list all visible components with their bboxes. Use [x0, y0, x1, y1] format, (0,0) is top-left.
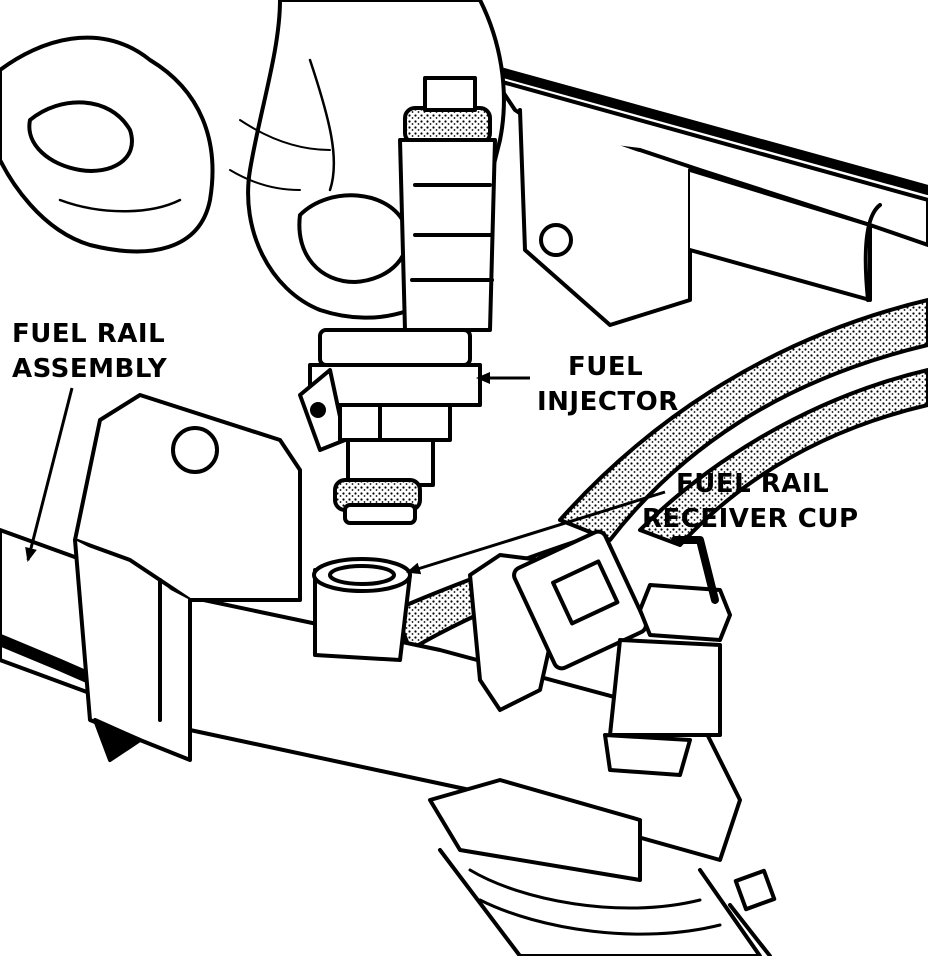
fuel-rail-assembly-label-line2: ASSEMBLY: [12, 354, 168, 384]
fuel-injector-label-line2: INJECTOR: [537, 387, 679, 417]
receiver-cup-label-line2: RECEIVER CUP: [642, 504, 859, 534]
fuel-rail-assembly-arrow: [25, 387, 74, 562]
callout-fuel-rail-receiver-cup: FUEL RAIL RECEIVER CUP: [406, 469, 859, 575]
receiver-cup-arrow: [406, 490, 666, 575]
lower-engine-block: [428, 778, 777, 956]
receiver-cup-label-line1: FUEL RAIL: [676, 469, 829, 499]
pressure-fitting: [468, 529, 732, 777]
upper-bracket: [493, 67, 928, 327]
fuel-injector: [298, 76, 497, 525]
fuel-rail-assembly-label-line1: FUEL RAIL: [12, 319, 165, 349]
fuel-injector-label-line1: FUEL: [568, 352, 643, 382]
callout-fuel-injector: FUEL INJECTOR: [476, 352, 679, 417]
callout-fuel-rail-assembly: FUEL RAIL ASSEMBLY: [12, 319, 168, 562]
fuel-rail-assembly: [0, 393, 742, 862]
